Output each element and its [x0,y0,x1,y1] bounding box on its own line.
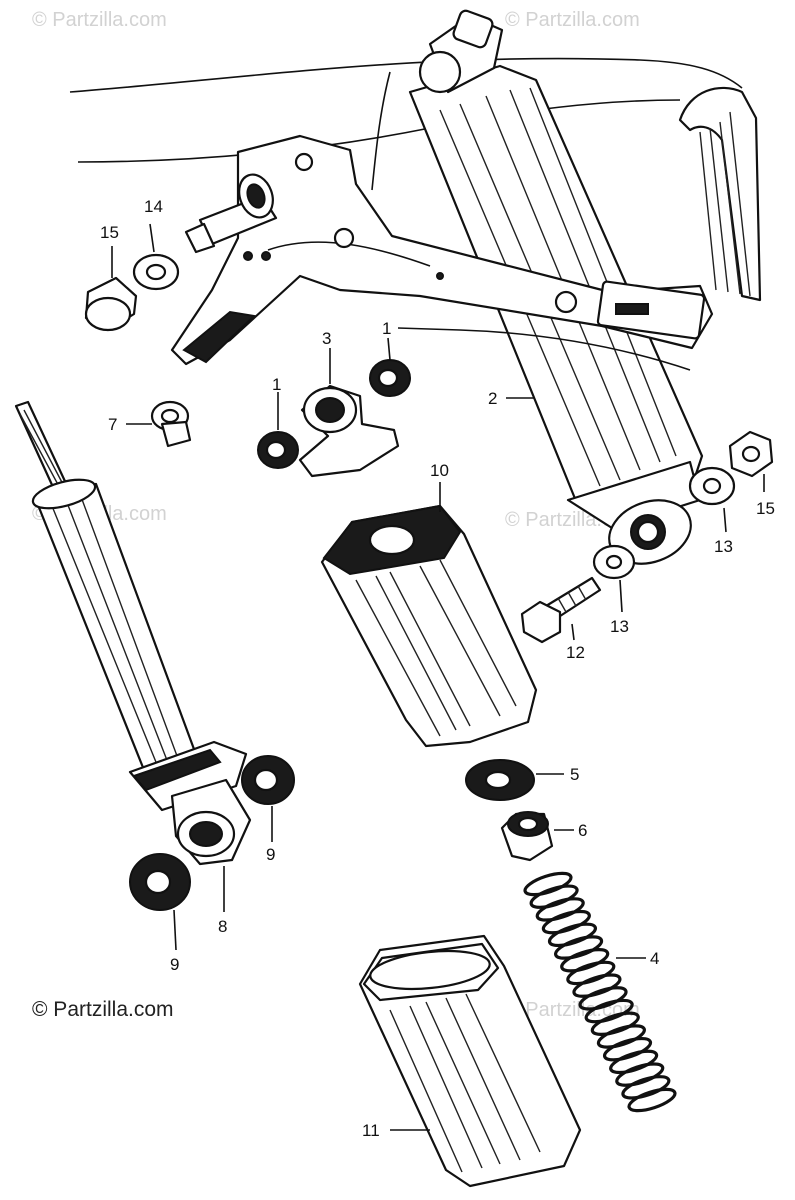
spring-coil [541,909,591,935]
leader-lines [111,223,765,1131]
watermark-top-left: © Partzilla.com [32,9,167,31]
spring-coil [596,1024,646,1049]
spring-coil [572,973,622,998]
spring-coil [627,1087,677,1113]
part-8-shock-absorber [14,400,252,866]
callout-15-right: 15 [756,499,775,518]
callout-11: 11 [362,1121,380,1140]
spring-coil [560,948,610,973]
callout-5: 5 [570,765,579,784]
spring-coil [584,998,634,1024]
part-9-bushing-b [129,853,191,911]
bottom-link-arm [170,134,714,366]
callout-2: 2 [488,389,497,408]
spring-coil [529,884,579,909]
spring-coil [621,1075,671,1100]
spring-coil [554,935,604,960]
spring-coil [609,1049,659,1075]
spring-coil [535,897,585,922]
callout-9-left: 9 [170,955,179,974]
part-4-spring [523,871,677,1113]
spring-coil [547,922,598,948]
frame-outline [69,57,762,302]
callout-8: 8 [218,917,227,936]
callout-7: 7 [108,415,117,434]
spring-coil [523,871,573,897]
watermark-top-right: © Partzilla.com [505,9,640,31]
callout-1-upper: 1 [382,319,391,338]
spring-coil [615,1062,665,1087]
part-1-bushing-b [257,431,299,469]
callout-12: 12 [566,643,585,662]
spring-coil [602,1036,653,1062]
part-11-lower-cover [358,934,582,1188]
callout-1-lower: 1 [272,375,281,394]
spring-coil [590,1011,640,1036]
callout-4: 4 [650,949,659,968]
spring-coil [578,986,628,1011]
part-15-cap-nut-left [84,276,138,332]
callout-3: 3 [322,329,331,348]
part-9-bushing-a [241,755,295,805]
part-5-spring-seat [465,759,535,801]
callout-14: 14 [144,197,163,216]
part-7-collar-bolt [150,400,192,448]
part-12-bolt [520,576,602,644]
part-1-bushing-a [369,359,411,397]
callout-13-upper: 13 [714,537,733,556]
part-3-collar [298,384,400,478]
part-13-washer-upper [688,466,736,506]
callout-9-right: 9 [266,845,275,864]
part-14-washer [132,253,180,291]
copyright-notice: © Partzilla.com [32,998,174,1021]
callout-10: 10 [430,461,449,480]
part-13-washer-lower [592,544,636,580]
callout-6: 6 [578,821,587,840]
callout-13-lower: 13 [610,617,629,636]
spring-coil [566,960,616,986]
callout-15-left: 15 [100,223,119,242]
part-10-upper-cover [320,504,538,748]
part-6-guide [500,811,554,862]
part-15-nut-right [728,430,774,478]
